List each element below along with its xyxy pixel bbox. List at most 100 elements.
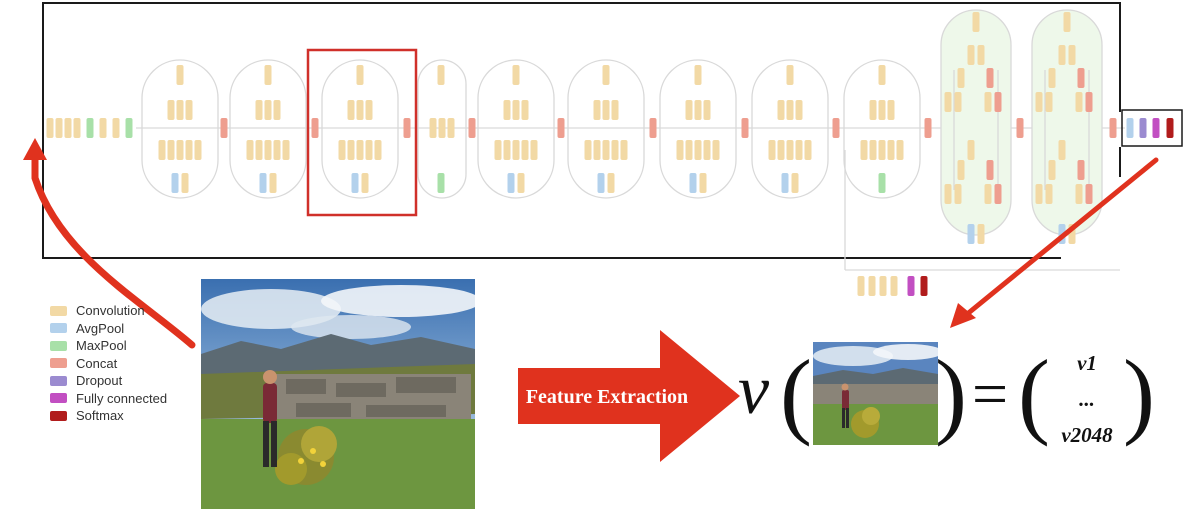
inception-c1-conv — [977, 224, 985, 244]
inception-a3-conv — [338, 140, 346, 160]
inception-b1-conv — [503, 100, 511, 120]
inception-c2-conv — [1045, 184, 1053, 204]
inception-a1-conv — [181, 173, 189, 193]
stem-conv — [46, 118, 54, 138]
inception-c1-concat — [994, 184, 1002, 204]
curved-arrow-icon — [31, 154, 196, 349]
concat-block — [741, 118, 749, 138]
highlight-box — [306, 48, 418, 217]
inception-a3-avgpool — [351, 173, 359, 193]
inception-a1-conv — [176, 65, 184, 85]
inception-b3-conv — [694, 140, 702, 160]
concat-swatch — [50, 358, 67, 369]
vector-last: v2048 — [1061, 422, 1113, 447]
big-right-arrow-icon — [518, 330, 740, 462]
inception-b3-conv — [694, 100, 702, 120]
inception-a1-conv — [158, 140, 166, 160]
inception-b3-conv — [676, 140, 684, 160]
inception-b2-conv — [611, 100, 619, 120]
inception-c2-conv — [1075, 92, 1083, 112]
concat-block — [924, 118, 932, 138]
inception-c1-conv — [967, 45, 975, 65]
inception-c2-conv — [1058, 45, 1066, 65]
stem-conv — [112, 118, 120, 138]
legend-label: Softmax — [76, 408, 124, 424]
legend-row-maxpool: MaxPool — [50, 337, 167, 355]
aux-fully-connected — [907, 276, 915, 296]
inception-b4-avgpool — [781, 173, 789, 193]
output-head-box — [1121, 109, 1183, 147]
concat-block — [649, 118, 657, 138]
inception-a1-conv — [185, 140, 193, 160]
output-avgpool — [1126, 118, 1134, 138]
inception-b4-conv — [786, 140, 794, 160]
vector-dots: ... — [1079, 386, 1095, 411]
concat-block — [557, 118, 565, 138]
inception-a3-conv — [374, 140, 382, 160]
inception-b3-outline — [659, 59, 737, 199]
concat-block — [403, 118, 411, 138]
concat-block — [311, 118, 319, 138]
inception-c1-conv — [944, 184, 952, 204]
reduction-b-maxpool — [878, 173, 886, 193]
aux-softmax — [920, 276, 928, 296]
inception-c1-conv — [972, 12, 980, 32]
inception-c1-conv — [957, 68, 965, 88]
inception-b4-conv — [786, 65, 794, 85]
inception-a3-conv — [356, 65, 364, 85]
inception-a1-conv — [167, 100, 175, 120]
inception-a2-conv — [255, 140, 263, 160]
legend-label: AvgPool — [76, 320, 125, 336]
aux-conv — [868, 276, 876, 296]
inception-a1-conv — [176, 100, 184, 120]
inception-c1-concat — [986, 68, 994, 88]
legend-label: MaxPool — [76, 338, 127, 354]
reduction-a-conv — [447, 118, 455, 138]
inception-a3-conv — [361, 173, 369, 193]
legend-row-softmax: Softmax — [50, 407, 167, 425]
inception-c2-conv — [1068, 45, 1076, 65]
legend-row-convolution: Convolution — [50, 302, 167, 320]
inception-c1-avgpool — [967, 224, 975, 244]
inception-b4-conv — [777, 140, 785, 160]
inception-c2-concat — [1085, 92, 1093, 112]
inception-a2-conv — [264, 140, 272, 160]
fully-connected-swatch — [50, 393, 67, 404]
inception-b1-outline — [477, 59, 555, 199]
inception-b1-conv — [517, 173, 525, 193]
inception-b3-conv — [699, 173, 707, 193]
inception-c1-conv — [957, 160, 965, 180]
legend-label: Concat — [76, 355, 118, 371]
concat-block — [1016, 118, 1024, 138]
inception-b3-avgpool — [689, 173, 697, 193]
reduction-b-conv — [887, 100, 895, 120]
output-softmax — [1166, 118, 1174, 138]
inception-b1-conv — [512, 140, 520, 160]
inception-b1-conv — [521, 140, 529, 160]
reduction-a-conv — [438, 118, 446, 138]
inception-b2-conv — [602, 140, 610, 160]
inception-c2-conv — [1048, 68, 1056, 88]
inception-a1-conv — [167, 140, 175, 160]
inception-a2-avgpool — [259, 173, 267, 193]
inception-b1-conv — [512, 65, 520, 85]
inception-a3-conv — [356, 140, 364, 160]
legend-row-concat: Concat — [50, 355, 167, 373]
inception-b3-conv — [685, 100, 693, 120]
inception-b4-conv — [804, 140, 812, 160]
input-photo — [201, 279, 475, 509]
inception-c2-conv — [1063, 12, 1071, 32]
inception-c2-concat — [1077, 68, 1085, 88]
inception-b2-outline — [567, 59, 645, 199]
arrows-layer — [23, 138, 1159, 349]
inception-c1-conv — [977, 45, 985, 65]
legend-row-avgpool: AvgPool — [50, 320, 167, 338]
inception-a1-conv — [194, 140, 202, 160]
inception-a2-conv — [282, 140, 290, 160]
inception-b1-avgpool — [507, 173, 515, 193]
inception-c1-concat — [994, 92, 1002, 112]
network-frame-right — [1119, 2, 1121, 112]
inception-a2-conv — [264, 100, 272, 120]
inception-b2-conv — [593, 140, 601, 160]
inception-b2-conv — [584, 140, 592, 160]
